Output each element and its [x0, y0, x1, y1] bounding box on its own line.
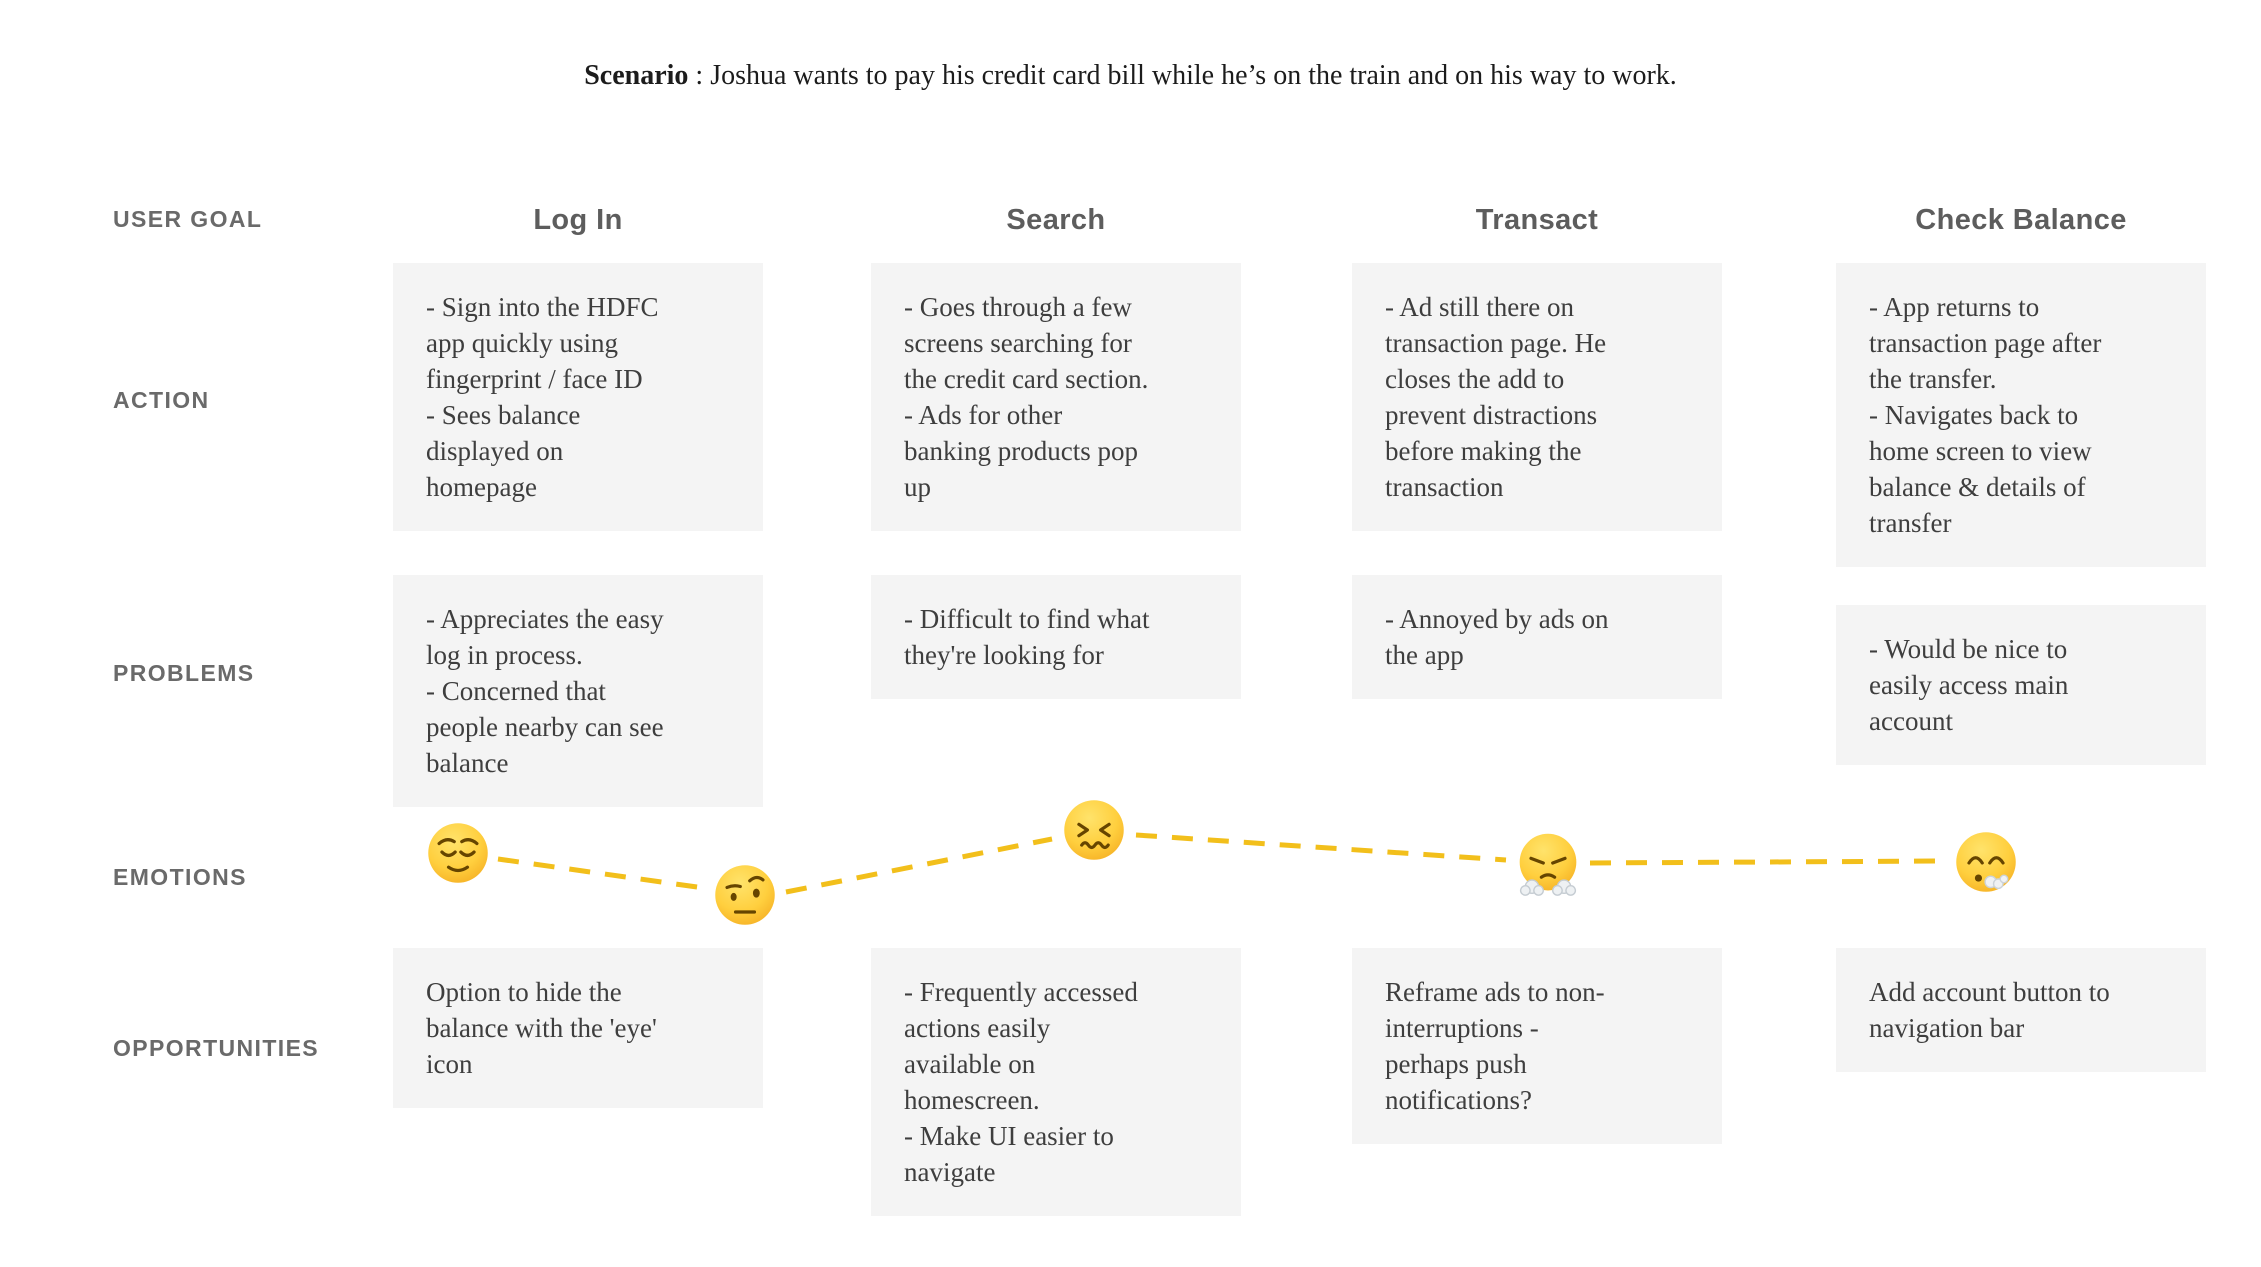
- problems-card-log-in: - Appreciates the easy log in process. -…: [393, 575, 763, 807]
- face-with-raised-eyebrow-icon: [711, 861, 779, 929]
- confounded-face-icon: [1060, 796, 1128, 864]
- problems-card-search: - Difficult to find what they're looking…: [871, 575, 1241, 699]
- row-label-opportunities: OPPORTUNITIES: [113, 1035, 320, 1061]
- scenario-label: Scenario: [584, 60, 689, 91]
- stage-header-transact: Transact: [1475, 204, 1599, 236]
- relieved-face-icon: [424, 819, 492, 887]
- stage-header-search: Search: [1006, 204, 1106, 236]
- action-card-log-in: - Sign into the HDFC app quickly using f…: [393, 263, 763, 531]
- row-label-user-goal: USER GOAL: [113, 206, 263, 232]
- face-with-steam-from-nose-icon: [1514, 830, 1582, 898]
- problems-card-check-balance: - Would be nice to easily access main ac…: [1836, 605, 2206, 765]
- stage-header-check-balance: Check Balance: [1915, 204, 2127, 236]
- action-card-check-balance: - App returns to transaction page after …: [1836, 263, 2206, 567]
- stage-header-log-in: Log In: [533, 204, 623, 236]
- opportunity-card-transact: Reframe ads to non- interruptions - perh…: [1352, 948, 1722, 1144]
- action-card-transact: - Ad still there on transaction page. He…: [1352, 263, 1722, 531]
- row-label-emotions: EMOTIONS: [113, 864, 247, 890]
- face-exhaling-icon: [1952, 828, 2020, 896]
- opportunity-card-search: - Frequently accessed actions easily ava…: [871, 948, 1241, 1216]
- row-label-problems: PROBLEMS: [113, 660, 255, 686]
- scenario-text: : Joshua wants to pay his credit card bi…: [688, 60, 1677, 91]
- action-card-search: - Goes through a few screens searching f…: [871, 263, 1241, 531]
- row-label-action: ACTION: [113, 387, 210, 413]
- problems-card-transact: - Annoyed by ads on the app: [1352, 575, 1722, 699]
- opportunity-card-check-balance: Add account button to navigation bar: [1836, 948, 2206, 1072]
- opportunity-card-log-in: Option to hide the balance with the 'eye…: [393, 948, 763, 1108]
- scenario-title: Scenario : Joshua wants to pay his credi…: [0, 58, 2261, 94]
